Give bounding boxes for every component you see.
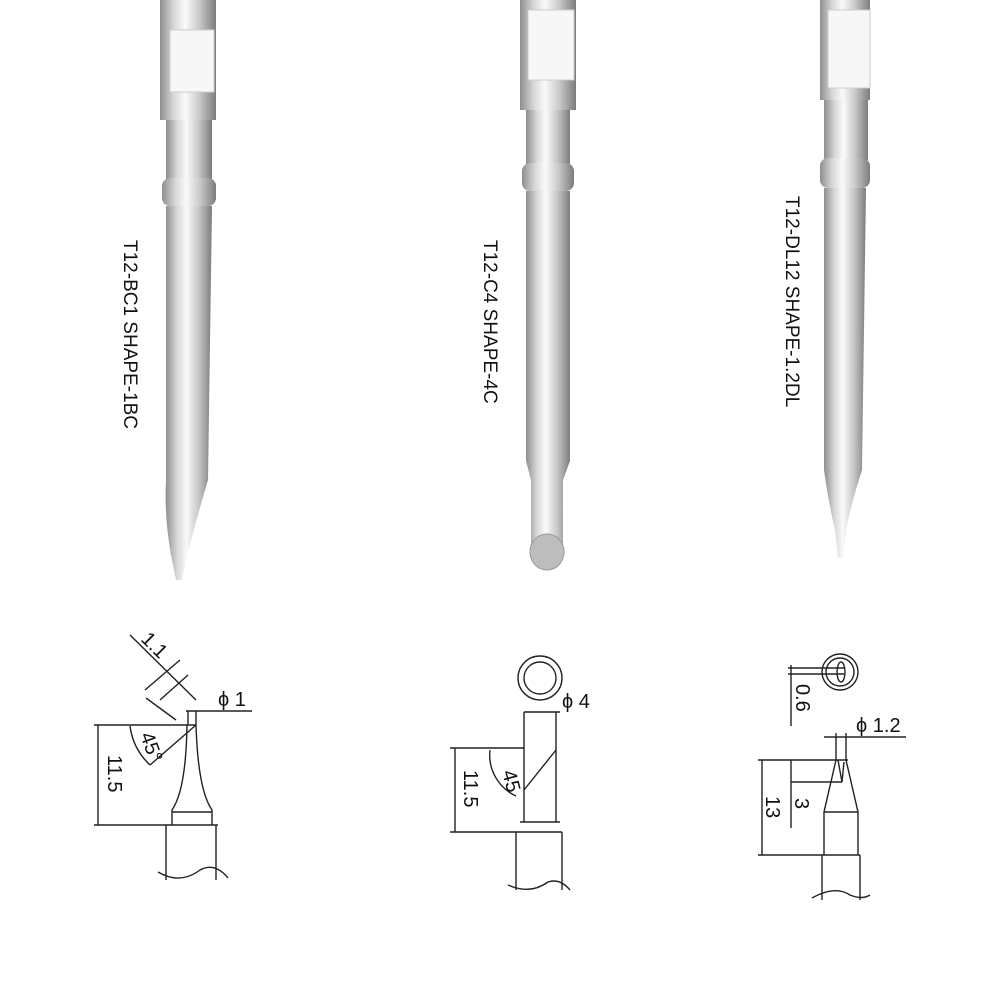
dim-thickness: 0.6 [791,684,813,712]
dim-diameter: ϕ 1.2 [856,715,901,737]
tip-photo-dl12 [820,0,871,558]
dim-length: 11.5 [459,770,481,807]
dim-diameter: ϕ 4 [562,691,590,713]
dim-angle: 45 [497,768,524,795]
tip-label-dl12: T12-DL12 SHAPE-1.2DL [781,196,802,407]
drawing-bc1: 1.1 ϕ 1 45° 11.5 [94,628,252,880]
dim-angle: 45° [135,729,166,765]
drawing-c4: ϕ 4 45 11.5 [450,655,590,891]
tip-label-c4: T12-C4 SHAPE-4C [479,240,500,404]
tip-photo-c4 [520,0,576,571]
drawing-dl12: 0.6 ϕ 1.2 3 13 [758,653,906,900]
tip-photo-bc1 [160,0,216,580]
dim-bevel: 1.1 [136,628,171,663]
tip-label-bc1: T12-BC1 SHAPE-1BC [119,240,140,429]
dim-length: 13 [761,796,783,818]
dim-length: 11.5 [103,755,125,792]
dim-diameter: ϕ 1 [218,689,246,711]
dim-blade-length: 3 [790,798,812,809]
